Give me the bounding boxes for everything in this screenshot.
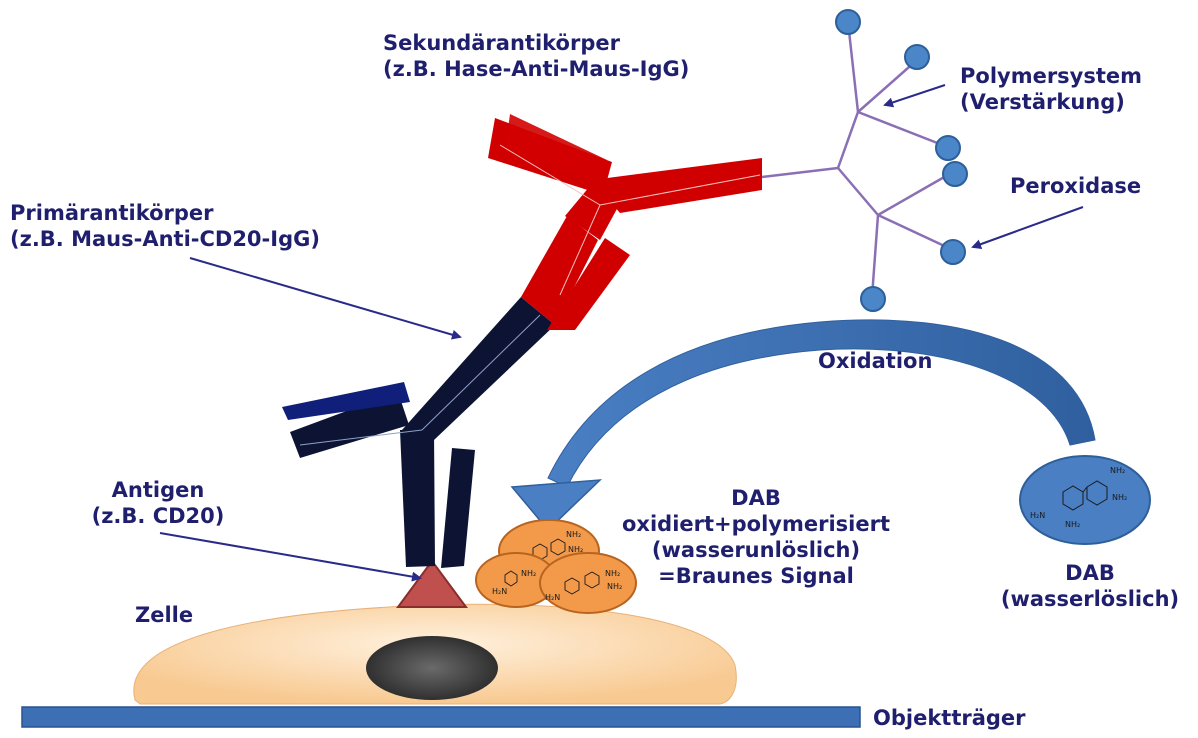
pointer-arrows bbox=[159, 84, 1084, 582]
slide-label: Objektträger bbox=[873, 706, 1026, 730]
dab-oxidized-molecule: H₂N NH₂ bbox=[475, 552, 557, 608]
peroxidase-enzyme bbox=[904, 44, 930, 70]
antigen-label: Antigen (z.B. CD20) bbox=[91, 478, 225, 528]
peroxidase-pointer bbox=[971, 206, 1084, 249]
oxidation-arrow bbox=[510, 319, 1096, 532]
polymer-pointer bbox=[883, 84, 946, 108]
peroxidase-enzyme bbox=[935, 135, 961, 161]
dab-nh2-label: NH₂ bbox=[521, 569, 536, 578]
peroxidase-enzyme bbox=[860, 286, 886, 312]
dab-nh2-label: NH₂ bbox=[566, 530, 581, 539]
primary-antibody-label: Primärantikörper (z.B. Maus-Anti-CD20-Ig… bbox=[10, 201, 320, 251]
dab-nh2-label: NH₂ bbox=[607, 582, 622, 591]
dab-h2n-label: H₂N bbox=[492, 587, 507, 596]
oxidation-label: Oxidation bbox=[818, 349, 933, 373]
peroxidase-label: Peroxidase bbox=[1010, 174, 1142, 198]
dab-soluble-molecule: NH₂ NH₂ H₂N NH₂ bbox=[1019, 455, 1151, 545]
polymer-system bbox=[761, 21, 954, 298]
dab-oxidized-molecule: NH₂ NH₂ H₂N bbox=[539, 552, 637, 614]
dab-h2n-label: H₂N bbox=[1030, 511, 1045, 520]
dab-oxidized-cluster: NH₂ NH₂ H₂N NH₂ NH₂ NH₂ H₂N bbox=[475, 519, 637, 614]
peroxidase-enzyme bbox=[942, 161, 968, 187]
secondary-antibody bbox=[488, 114, 762, 330]
secondary-antibody-label: Sekundärantikörper (z.B. Hase-Anti-Maus-… bbox=[383, 31, 690, 81]
dab-nh2-label: NH₂ bbox=[605, 569, 620, 578]
dab-nh2-label: NH₂ bbox=[1110, 466, 1125, 475]
polymer-system-label: Polymersystem (Verstärkung) bbox=[960, 64, 1143, 114]
antigen-triangle bbox=[396, 559, 468, 608]
dab-nh2-label: NH₂ bbox=[568, 545, 583, 554]
primary-antibody bbox=[282, 297, 555, 568]
dab-oxidized-label: DAB oxidiert+polymerisiert (wasserunlösl… bbox=[622, 486, 890, 588]
primary-antibody-pointer bbox=[189, 257, 462, 340]
slide-bar bbox=[21, 706, 861, 728]
peroxidase-enzyme bbox=[835, 9, 861, 35]
cell-label: Zelle bbox=[135, 603, 194, 627]
dab-h2n-label: H₂N bbox=[545, 593, 560, 602]
dab-nh2-label: NH₂ bbox=[1112, 493, 1127, 502]
peroxidase-enzymes bbox=[835, 9, 968, 312]
cell-nucleus bbox=[366, 636, 498, 700]
antigen-pointer bbox=[159, 532, 422, 582]
dab-nh2-label: NH₂ bbox=[1065, 520, 1080, 529]
peroxidase-enzyme bbox=[940, 239, 966, 265]
dab-soluble-label: DAB (wasserlöslich) bbox=[1000, 561, 1180, 611]
